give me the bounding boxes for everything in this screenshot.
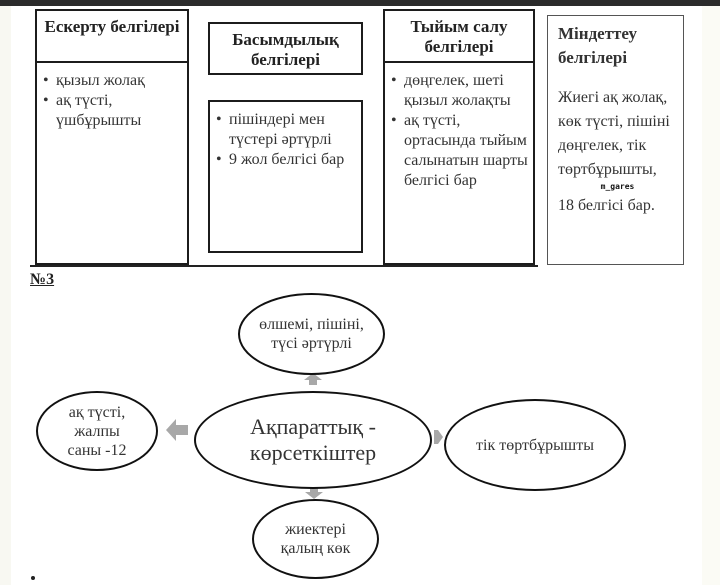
node-center: Ақпараттық - көрсеткіштер: [194, 391, 432, 489]
list-item: ақ түсті, ортасында тыйым салынатын шарт…: [389, 111, 531, 191]
node-center-text: Ақпараттық - көрсеткіштер: [249, 414, 377, 465]
node-top-text: өлшемі, пішіні, түсі әртүрлі: [259, 316, 364, 352]
section-number: №3: [30, 271, 55, 288]
node-bottom-text: жиектері қалың көк: [280, 521, 351, 557]
warning-signs-title: Ескерту белгілері: [35, 9, 189, 63]
prohibition-signs-body: дөңгелек, шеті қызыл жолақты ақ түсті, о…: [383, 61, 535, 265]
node-left-text: ақ түсті, жалпы саны -12: [67, 403, 127, 459]
list-item: 9 жол белгісі бар: [214, 150, 359, 170]
node-right-text: тік төртбұрышты: [476, 436, 594, 454]
arrow-right-icon: [434, 430, 443, 444]
node-top: өлшемі, пішіні, түсі әртүрлі: [238, 293, 385, 375]
warning-signs-body: қызыл жолақ ақ түсті, үшбұрышты: [35, 61, 189, 265]
watermark-text: m_gares: [600, 182, 635, 191]
prohibition-signs-title: Тыйым салу белгілері: [383, 9, 535, 63]
list-item: дөңгелек, шеті қызыл жолақты: [389, 71, 531, 111]
arrow-down-icon: [305, 487, 323, 499]
top-border: [0, 0, 720, 6]
mandatory-signs-box: Міндеттеу белгілері Жиегі ақ жолақ, көк …: [547, 15, 684, 265]
warning-signs-title-text: Ескерту белгілері: [44, 17, 180, 36]
arrow-up-icon: [304, 373, 322, 385]
node-left: ақ түсті, жалпы саны -12: [36, 391, 158, 471]
mandatory-signs-description: Жиегі ақ жолақ, көк түсті, пішіні дөңгел…: [558, 89, 670, 178]
arrow-left-icon: [166, 419, 188, 441]
priority-signs-body: пішіндері мен түстері әртүрлі 9 жол белг…: [208, 100, 363, 253]
node-bottom: жиектері қалың көк: [252, 499, 379, 579]
stray-dot: [31, 576, 35, 580]
priority-signs-title-text: Басымдылық белгілері: [232, 30, 339, 69]
right-margin: [702, 6, 720, 585]
node-right: тік төртбұрышты: [444, 399, 626, 491]
list-item: пішіндері мен түстері әртүрлі: [214, 110, 359, 150]
mandatory-signs-count: 18 белгісі бар.: [558, 197, 655, 214]
prohibition-signs-title-text: Тыйым салу белгілері: [410, 17, 508, 56]
list-item: қызыл жолақ: [41, 71, 183, 91]
left-margin: [0, 6, 11, 585]
list-item: ақ түсті, үшбұрышты: [41, 91, 183, 131]
section-divider: [30, 265, 538, 267]
priority-signs-title: Басымдылық белгілері: [208, 22, 363, 75]
mandatory-signs-title: Міндеттеу белгілері: [558, 24, 638, 67]
